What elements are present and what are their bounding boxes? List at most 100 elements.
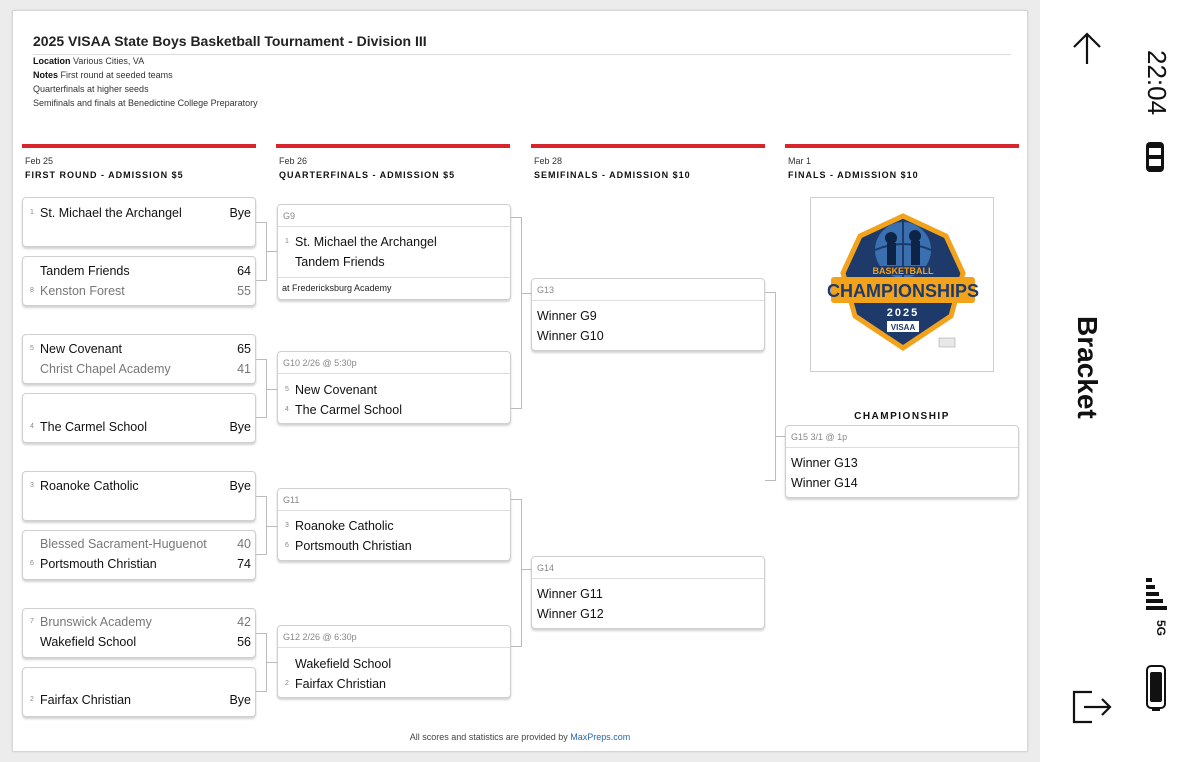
round-bar [276,144,510,148]
round-name: SEMIFINALS - ADMISSION $10 [534,170,691,180]
team-score: 40 [237,537,251,551]
bracket-connector [267,251,278,252]
up-arrow-icon[interactable] [1070,30,1104,68]
team-name: Winner G14 [791,476,858,490]
bracket-connector [256,359,267,418]
bracket-connector [256,222,267,281]
team-name: Winner G12 [537,607,604,621]
team-name: Fairfax Christian [295,677,386,691]
round-bar [531,144,765,148]
team-row: Winner G14 [786,473,1018,493]
team-name: The Carmel School [40,420,147,434]
team-name: Blessed Sacrament-Huguenot [40,537,207,551]
bracket-connector [765,292,776,481]
team-name: Christ Chapel Academy [40,362,171,376]
team-score: Bye [229,420,251,434]
team-name: Winner G11 [537,587,603,601]
championship-logo: BASKETBALL CHAMPIONSHIPS 2025 VISAA [810,197,994,372]
bracket-connector [522,569,533,570]
bracket-connector [256,496,267,555]
maxpreps-link[interactable]: MaxPreps.com [570,732,631,742]
team-row: Winner G9 [532,306,764,326]
team-name: Winner G9 [537,309,597,323]
bracket-title: Bracket [1072,316,1103,419]
team-score: Bye [229,206,251,220]
team-name: New Covenant [295,383,377,397]
team-name: St. Michael the Archangel [40,206,182,220]
team-name: Fairfax Christian [40,693,131,707]
basketball-championships-logo: BASKETBALL CHAMPIONSHIPS 2025 VISAA [827,213,979,352]
bracket-connector [267,662,278,663]
svg-text:CHAMPIONSHIPS: CHAMPIONSHIPS [827,281,979,301]
round-date: Feb 25 [25,156,54,166]
round-bar [785,144,1019,148]
game-header: G10 2/26 @ 5:30p [278,352,510,374]
bracket-connector [267,389,278,390]
page-title: 2025 VISAA State Boys Basketball Tournam… [33,33,1011,55]
team-name: Tandem Friends [40,264,130,278]
team-score: 55 [237,284,251,298]
bracket-page: 2025 VISAA State Boys Basketball Tournam… [12,10,1028,752]
game-header: G13 [532,279,764,301]
bracket-connector [256,633,267,692]
team-name: Winner G13 [791,456,858,470]
team-row: Blessed Sacrament-Huguenot 40 [23,534,255,554]
game-header: G11 [278,489,510,511]
round-date: Mar 1 [788,156,812,166]
footer-credit: All scores and statistics are provided b… [409,732,631,742]
bracket-connector [522,293,533,294]
team-row: Winner G13 [786,453,1018,473]
team-name: Portsmouth Christian [40,557,157,571]
round-name: FINALS - ADMISSION $10 [788,170,919,180]
championship-game[interactable]: G15 3/1 @ 1p Winner G13 Winner G14 [785,425,1019,498]
location-line: Location Various Cities, VA [33,56,145,66]
team-name: Winner G10 [537,329,604,343]
team-score: 64 [237,264,251,278]
round-date: Feb 28 [534,156,563,166]
semifinal-game[interactable]: G13 Winner G9 Winner G10 [531,278,765,351]
team-row: Tandem Friends 64 [23,261,255,281]
team-name: Tandem Friends [295,255,385,269]
team-score: 56 [237,635,251,649]
round-bar [22,144,256,148]
notes-line-2: Quarterfinals at higher seeds [33,84,149,94]
team-row: Winner G11 [532,584,764,604]
side-panel [1040,0,1200,762]
bracket-connector [776,436,787,437]
game-header: G12 2/26 @ 6:30p [278,626,510,648]
semifinal-game[interactable]: G14 Winner G11 Winner G12 [531,556,765,629]
round-date: Feb 26 [279,156,308,166]
game-header: G14 [532,557,764,579]
exit-icon[interactable] [1070,688,1114,726]
team-name: Roanoke Catholic [40,479,139,493]
round-name: QUARTERFINALS - ADMISSION $5 [279,170,456,180]
battery-icon [1144,664,1168,712]
svg-text:BASKETBALL: BASKETBALL [873,266,934,276]
